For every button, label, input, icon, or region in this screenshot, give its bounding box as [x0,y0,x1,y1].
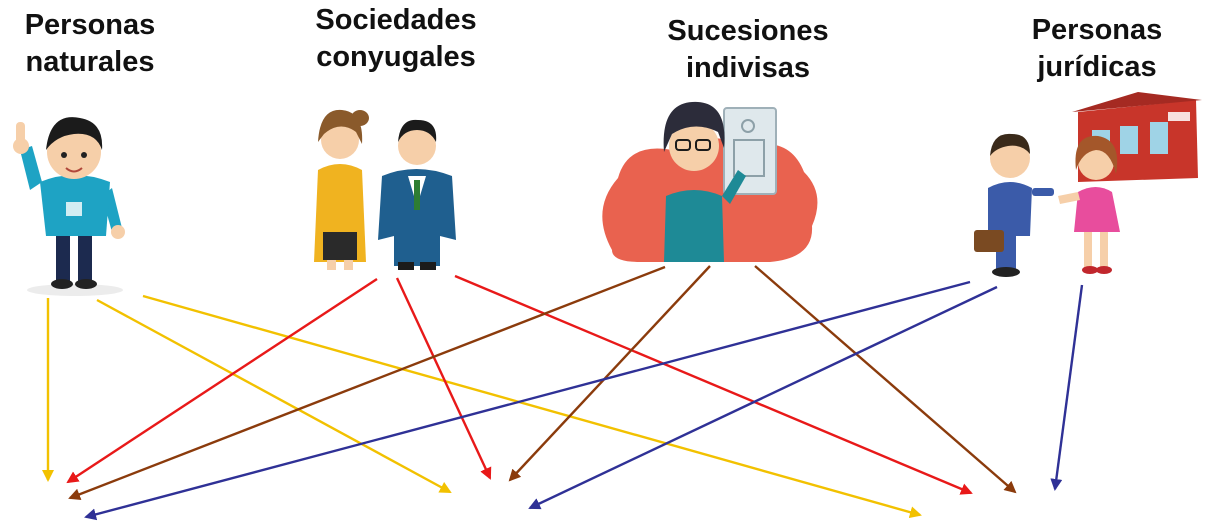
arrow-indivisas-to-target-3 [754,265,1017,494]
label-personas-juridicas: Personas jurídicas [1031,14,1163,83]
arrow-juridicas-to-target-2 [528,285,998,510]
arrow-indivisas-to-target-2 [508,265,711,482]
arrow-naturales-to-target-2 [96,298,452,494]
woman-holding-document-icon [602,101,818,262]
arrow-conyugales-to-target-3 [454,274,973,495]
arrow-juridicas-to-target-1 [84,280,971,521]
business-people-with-building-icon [974,92,1202,277]
arrows-personas-naturales [42,294,922,519]
child-figure-icon [13,117,125,296]
label-sucesiones-indivisas: Sucesiones indivisas [667,15,829,84]
couple-figure-icon [314,109,456,270]
arrow-juridicas-to-target-3 [1050,284,1084,491]
arrow-indivisas-to-target-1 [68,265,666,500]
label-personas-naturales: Personas naturales [24,9,156,78]
arrow-naturales-to-target-4 [142,294,922,519]
arrows-sucesiones-indivisas [68,265,1017,500]
arrows-sociedades-conyugales [66,274,973,495]
arrow-conyugales-to-target-2 [395,277,492,480]
label-sociedades-conyugales: Sociedades conyugales [315,4,477,73]
arrows-personas-juridicas [84,280,1084,521]
arrow-conyugales-to-target-1 [66,277,378,484]
